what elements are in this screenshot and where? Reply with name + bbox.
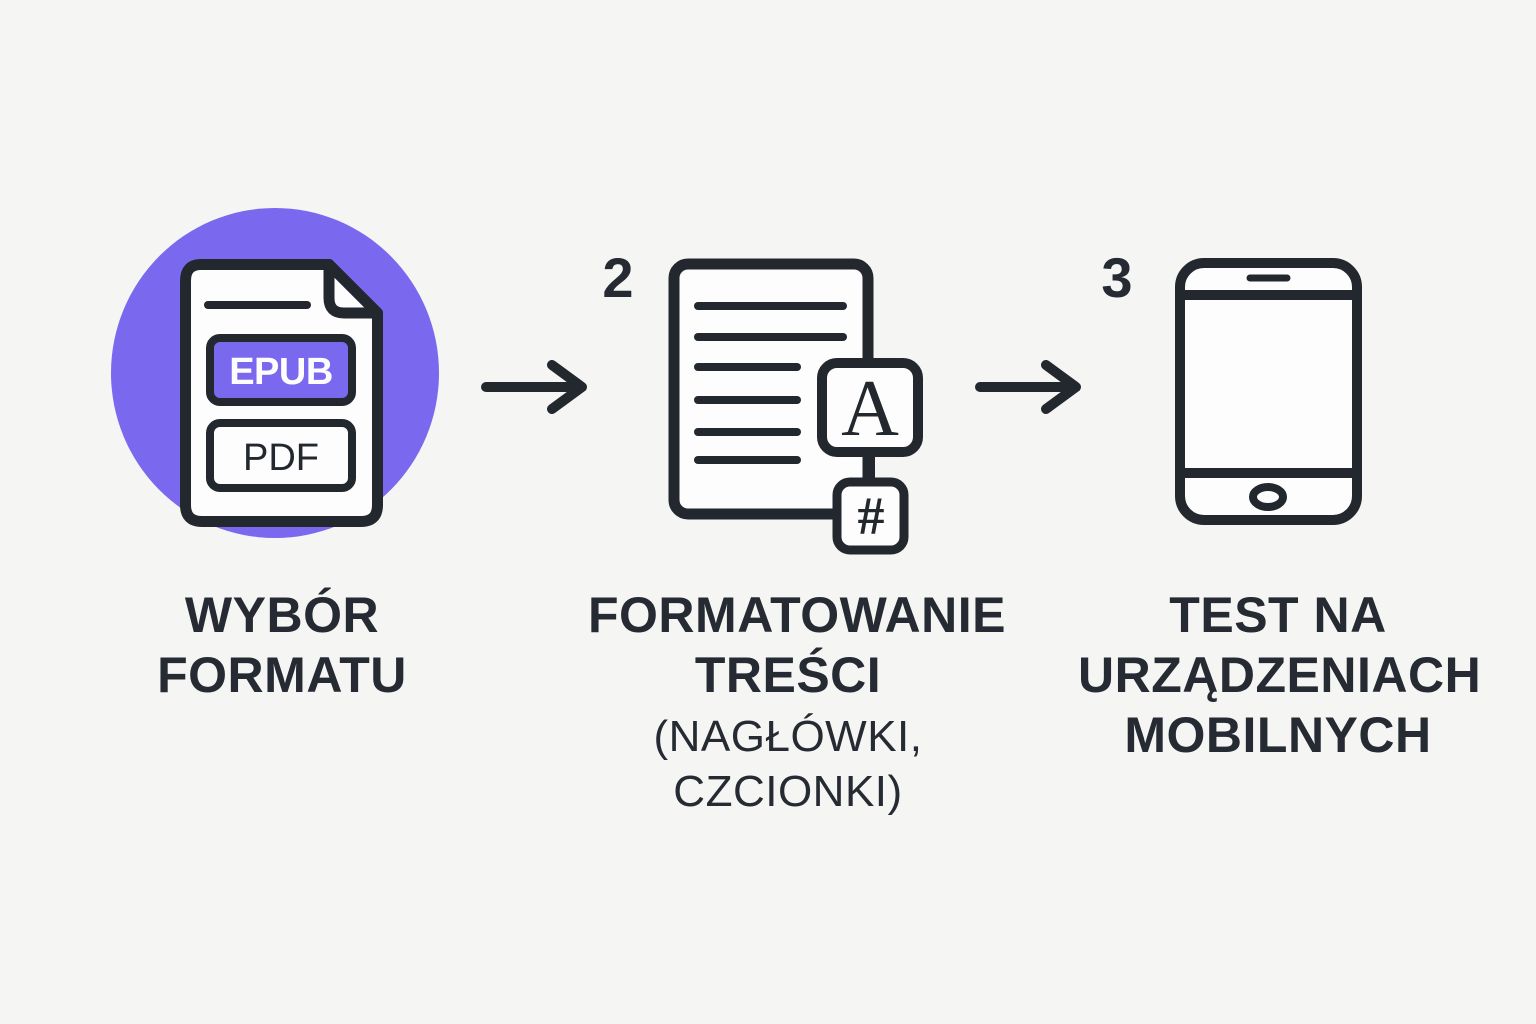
arrow-right-icon: [975, 360, 1081, 414]
step-3-label: TEST NA URZĄDZENIACH MOBILNYCH: [1078, 585, 1482, 765]
epub-pdf-file-icon: EPUB PDF: [180, 259, 383, 527]
document-typography-icon: A #: [668, 258, 923, 555]
smartphone-icon: [1175, 258, 1362, 525]
step-1-label: WYBÓR FORMATU: [82, 585, 482, 705]
step-3-title-line-1: TEST NA: [1169, 587, 1387, 643]
step-1-title-line-1: WYBÓR: [184, 587, 380, 643]
step-1-title-line-2: FORMATU: [157, 647, 407, 703]
step-3-number: 3: [1101, 246, 1133, 309]
step-3-title-line-3: MOBILNYCH: [1124, 707, 1432, 763]
step-2-title-line-1: FORMATOWANIE: [588, 587, 1007, 643]
step-2-title-line-2: TREŚCI: [694, 647, 882, 703]
phone-body: [1175, 258, 1362, 525]
epub-badge: [206, 334, 356, 406]
step-2-label: FORMATOWANIE TREŚCI (NAGŁÓWKI, CZCIONKI): [588, 585, 1007, 819]
pdf-badge-label: PDF: [243, 437, 319, 479]
step-2-subtitle: (NAGŁÓWKI, CZCIONKI): [588, 709, 988, 819]
letter-a-glyph: A: [841, 365, 899, 453]
document-text-lines: [694, 302, 847, 464]
step-2-subtitle-line-2: CZCIONKI): [673, 767, 903, 816]
letter-a-box: [817, 358, 923, 457]
step-3-title-line-2: URZĄDZENIACH: [1078, 647, 1482, 703]
file-fold-corner: [323, 259, 383, 319]
step-2-number: 2: [602, 246, 634, 309]
phone-home-button: [1249, 483, 1287, 511]
epub-badge-label: EPUB: [229, 351, 333, 393]
arrow-right-icon: [481, 360, 587, 414]
step-2-subtitle-line-1: (NAGŁÓWKI,: [653, 712, 923, 761]
pdf-badge: [206, 419, 356, 492]
hash-box: [832, 477, 909, 555]
hash-glyph: #: [858, 486, 885, 546]
